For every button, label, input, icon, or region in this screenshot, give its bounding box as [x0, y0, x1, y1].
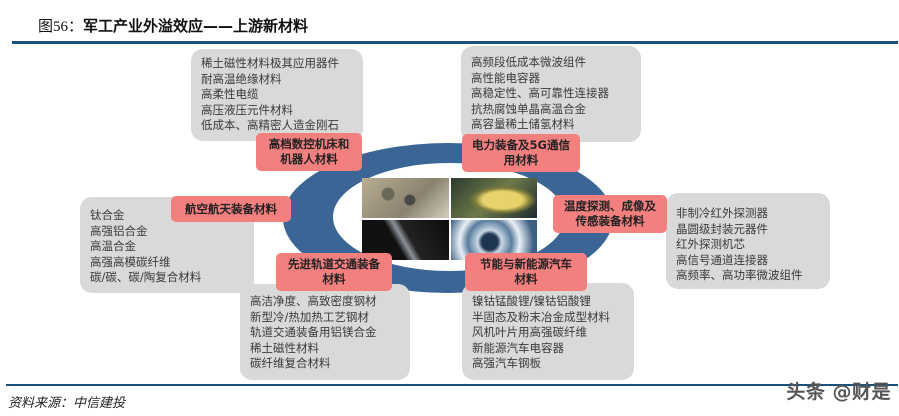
category-label-line: 用材料 [503, 153, 539, 167]
category-label-line: 航空航天装备材料 [185, 201, 277, 216]
category-label-line: 材料 [322, 272, 346, 286]
material-item: 高信号通道连接器 [676, 252, 768, 267]
category-label-line: 节能与新能源汽车 [480, 257, 572, 271]
top-divider [12, 41, 898, 44]
material-item: 稀土磁性材料 [250, 340, 319, 355]
material-item: 耐高温绝缘材料 [201, 71, 282, 86]
material-item: 风机叶片用高强碳纤维 [472, 325, 587, 339]
material-item: 高强铝合金 [90, 223, 148, 238]
materials-box-sensing: 非制冷红外探测器 晶圆级封装元器件 红外探测机芯 高信号通道连接器 高频率、高功… [666, 193, 830, 289]
materials-box-rail: 高洁净度、高致密度钢材 新型冷/热加热工艺钢材 轨道交通装备用铝镁合金 稀土磁性… [240, 284, 410, 380]
material-item: 高强汽车钢板 [472, 356, 541, 370]
material-item: 抗热腐蚀单晶高温合金 [471, 101, 586, 116]
bottom-divider [6, 384, 898, 386]
watermark: 头条 @财是 [786, 381, 891, 403]
material-item: 新型冷/热加热工艺钢材 [250, 309, 369, 324]
category-label-sensing: 温度探测、成像及 传感装备材料 [553, 195, 667, 233]
category-label-line: 高档数控机床和 [268, 137, 350, 151]
materials-box-nev: 镍钴锰酸锂/镍钴铝酸锂 半固态及粉末冶金成型材料 风机叶片用高强碳纤维 新能源汽… [462, 283, 634, 380]
material-item: 新能源汽车电容器 [472, 340, 564, 355]
materials-box-aerospace: 钛合金 高强铝合金 高温合金 高强高模碳纤维 碳/碳、碳/陶复合材料 [80, 197, 254, 293]
center-photo-grid [362, 178, 537, 260]
category-label-aerospace: 航空航天装备材料 [171, 196, 291, 222]
material-item: 碳纤维复合材料 [250, 356, 331, 370]
materials-box-power-5g: 高频段低成本微波组件 高性能电容器 高稳定性、高可靠性连接器 抗热腐蚀单晶高温合… [461, 46, 641, 142]
category-label-power-5g: 电力装备及5G通信 用材料 [462, 134, 580, 172]
figure-title-text: 军工产业外溢效应——上游新材料 [83, 17, 309, 35]
category-label-line: 温度探测、成像及 [564, 199, 656, 213]
source-note: 资料来源：中信建投 [8, 396, 126, 411]
material-item: 高温合金 [90, 239, 136, 253]
material-item: 高柔性电缆 [201, 87, 259, 101]
category-label-nev: 节能与新能源汽车 材料 [465, 253, 587, 291]
category-label-line: 传感装备材料 [575, 214, 645, 228]
category-label-line: 先进轨道交通装备 [288, 257, 380, 271]
material-item: 高压液压元件材料 [201, 102, 293, 117]
material-item: 非制冷红外探测器 [676, 206, 768, 220]
category-label-line: 机器人材料 [280, 152, 338, 166]
material-item: 高容量稀土储氢材料 [471, 117, 575, 131]
material-item: 高频率、高功率微波组件 [676, 268, 803, 282]
material-item: 高强高模碳纤维 [90, 254, 171, 269]
material-item: 钛合金 [90, 208, 125, 222]
material-item: 稀土磁性材料极其应用器件 [201, 56, 339, 70]
material-item: 镍钴锰酸锂/镍钴铝酸锂 [472, 294, 591, 308]
category-label-line: 电力装备及5G通信 [472, 138, 570, 152]
material-item: 低成本、高精密人造金刚石 [201, 118, 339, 132]
material-item: 高稳定性、高可靠性连接器 [471, 86, 609, 100]
figure-title: 图56：军工产业外溢效应——上游新材料 [38, 15, 308, 36]
material-item: 晶圆级封装元器件 [676, 221, 768, 236]
category-label-cnc-robot: 高档数控机床和 机器人材料 [256, 133, 362, 171]
material-item: 高洁净度、高致密度钢材 [250, 294, 377, 308]
material-item: 碳/碳、碳/陶复合材料 [90, 270, 202, 284]
material-item: 高频段低成本微波组件 [471, 55, 586, 69]
material-item: 高性能电容器 [471, 70, 540, 85]
category-label-rail: 先进轨道交通装备 材料 [276, 253, 392, 291]
circuit-board-image [362, 178, 449, 218]
material-item: 红外探测机芯 [676, 237, 745, 251]
material-item: 半固态及粉末冶金成型材料 [472, 309, 610, 324]
material-item: 轨道交通装备用铝镁合金 [250, 325, 377, 339]
figure-label: 图56： [38, 19, 84, 35]
category-label-line: 材料 [514, 272, 538, 286]
wafer-image [450, 178, 537, 218]
materials-box-cnc-robot: 稀土磁性材料极其应用器件 耐高温绝缘材料 高柔性电缆 高压液压元件材料 低成本、… [191, 49, 363, 141]
